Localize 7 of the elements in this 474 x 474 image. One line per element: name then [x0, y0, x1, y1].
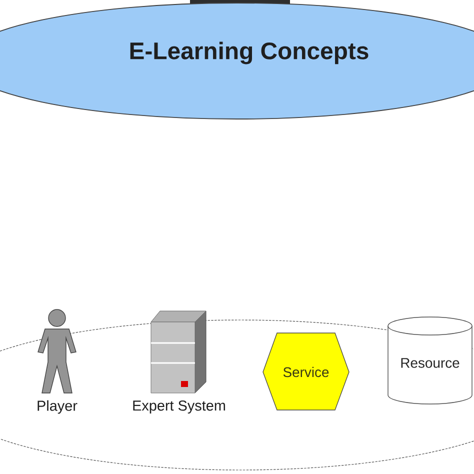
person-figure — [38, 309, 76, 394]
node-label: Resource — [401, 358, 460, 368]
icon-caption: Expert System — [133, 400, 226, 414]
server-drawing — [150, 310, 206, 394]
icon-caption: Player — [38, 400, 78, 414]
resource-cylinder: Resource — [388, 316, 472, 404]
service-hexagon: Service — [262, 332, 350, 410]
